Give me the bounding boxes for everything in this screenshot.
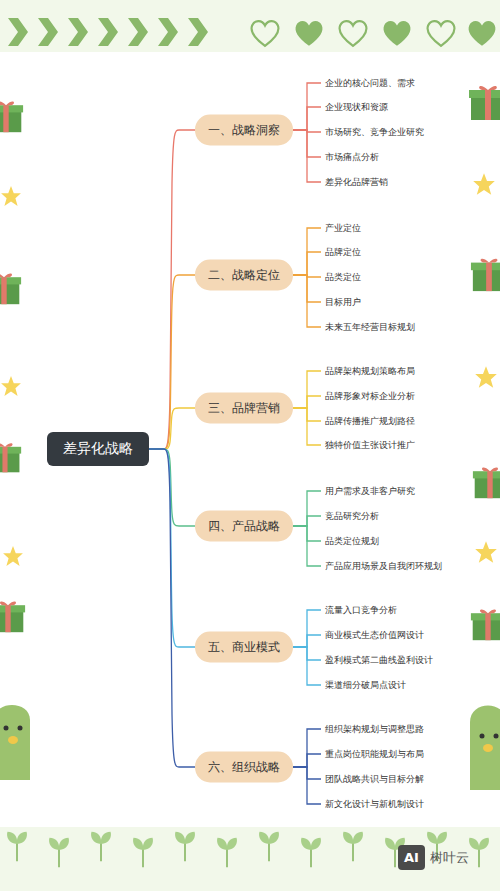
connector xyxy=(293,526,321,566)
node-text: 品牌传播推广规划路径 xyxy=(325,415,415,428)
node-text: 产业定位 xyxy=(325,222,361,235)
node-text: 流量入口竞争分析 xyxy=(325,604,397,617)
leaf-item: 团队战略共识与目标分解 xyxy=(322,771,426,788)
leaf-item: 品牌传播推广规划路径 xyxy=(322,413,417,430)
node-text: 产品应用场景及自我闭环规划 xyxy=(325,560,442,573)
node-text: 新文化设计与新机制设计 xyxy=(325,798,424,811)
leaf-item: 流量入口竞争分析 xyxy=(322,602,399,619)
leaf-item: 企业现状和资源 xyxy=(322,99,390,116)
connector xyxy=(293,228,321,275)
leaf-item: 品牌架构规划策略布局 xyxy=(322,363,417,380)
node-text: 企业的核心问题、需求 xyxy=(325,77,415,90)
node-text: 四、产品战略 xyxy=(195,518,293,535)
connector xyxy=(149,130,195,449)
node-text: 独特价值主张设计推广 xyxy=(325,439,415,452)
branch-pill: 六、组织战略 xyxy=(195,752,293,783)
connector xyxy=(293,252,321,275)
leaf-item: 品类定位 xyxy=(322,269,363,286)
node-text: 市场研究、竞争企业研究 xyxy=(325,126,424,139)
connector xyxy=(293,647,321,685)
node-text: 目标用户 xyxy=(325,296,361,309)
leaf-item: 品牌定位 xyxy=(322,244,363,261)
leaf-item: 目标用户 xyxy=(322,294,363,311)
node-text: 渠道细分破局点设计 xyxy=(325,679,406,692)
connector xyxy=(293,610,321,647)
leaf-item: 产业定位 xyxy=(322,220,363,237)
branch-pill: 三、品牌营销 xyxy=(195,393,293,424)
node-text: 三、品牌营销 xyxy=(195,400,293,417)
node-text: 未来五年经营目标规划 xyxy=(325,321,415,334)
leaf-item: 组织架构规划与调整思路 xyxy=(322,721,426,738)
node-text: 品牌形象对标企业分析 xyxy=(325,390,415,403)
node-text: 品牌架构规划策略布局 xyxy=(325,365,415,378)
node-text: 重点岗位职能规划与布局 xyxy=(325,748,424,761)
watermark: AI 树叶云 xyxy=(398,845,469,870)
connector xyxy=(293,516,321,526)
connector xyxy=(293,371,321,408)
leaf-item: 市场研究、竞争企业研究 xyxy=(322,124,426,141)
branch-pill: 一、战略洞察 xyxy=(195,115,293,146)
node-text: 品牌定位 xyxy=(325,246,361,259)
node-text: 品类定位规划 xyxy=(325,535,379,548)
branch-pill: 四、产品战略 xyxy=(195,511,293,542)
logo-mark: AI xyxy=(398,845,425,870)
node-text: 二、战略定位 xyxy=(195,267,293,284)
connector xyxy=(149,275,195,449)
leaf-item: 市场痛点分析 xyxy=(322,149,381,166)
branch-pill: 二、战略定位 xyxy=(195,260,293,291)
leaf-item: 品牌形象对标企业分析 xyxy=(322,388,417,405)
connector xyxy=(293,396,321,408)
connector xyxy=(149,449,195,526)
leaf-item: 渠道细分破局点设计 xyxy=(322,677,408,694)
node-text: 团队战略共识与目标分解 xyxy=(325,773,424,786)
leaf-item: 差异化品牌营销 xyxy=(322,174,390,191)
node-text: 品类定位 xyxy=(325,271,361,284)
leaf-item: 重点岗位职能规划与布局 xyxy=(322,746,426,763)
node-text: 盈利模式第二曲线盈利设计 xyxy=(325,654,433,667)
leaf-item: 企业的核心问题、需求 xyxy=(322,75,417,92)
connector xyxy=(293,754,321,767)
connector xyxy=(149,408,195,449)
leaf-item: 盈利模式第二曲线盈利设计 xyxy=(322,652,435,669)
node-text: 差异化战略 xyxy=(63,440,133,458)
leaf-item: 用户需求及非客户研究 xyxy=(322,483,417,500)
connector xyxy=(149,449,195,647)
node-text: 五、商业模式 xyxy=(195,639,293,656)
connector xyxy=(293,635,321,647)
connector xyxy=(293,491,321,526)
node-text: 市场痛点分析 xyxy=(325,151,379,164)
root-box: 差异化战略 xyxy=(47,432,149,466)
leaf-item: 未来五年经营目标规划 xyxy=(322,319,417,336)
leaf-item: 商业模式生态价值网设计 xyxy=(322,627,426,644)
branch-pill: 五、商业模式 xyxy=(195,632,293,663)
leaf-item: 竞品研究分析 xyxy=(322,508,381,525)
connector xyxy=(293,767,321,804)
leaf-item: 产品应用场景及自我闭环规划 xyxy=(322,558,444,575)
leaf-item: 新文化设计与新机制设计 xyxy=(322,796,426,813)
node-text: 差异化品牌营销 xyxy=(325,176,388,189)
leaf-item: 品类定位规划 xyxy=(322,533,381,550)
node-text: 竞品研究分析 xyxy=(325,510,379,523)
node-text: 一、战略洞察 xyxy=(195,122,293,139)
connector xyxy=(293,729,321,767)
node-text: 企业现状和资源 xyxy=(325,101,388,114)
connector xyxy=(293,130,321,182)
connector xyxy=(293,275,321,327)
node-text: 用户需求及非客户研究 xyxy=(325,485,415,498)
leaf-item: 独特价值主张设计推广 xyxy=(322,437,417,454)
connector xyxy=(293,408,321,445)
node-text: 组织架构规划与调整思路 xyxy=(325,723,424,736)
node-text: 六、组织战略 xyxy=(195,759,293,776)
connector xyxy=(149,449,195,767)
connector xyxy=(293,83,321,130)
watermark-text: 树叶云 xyxy=(430,849,469,867)
connector xyxy=(293,107,321,130)
node-text: 商业模式生态价值网设计 xyxy=(325,629,424,642)
